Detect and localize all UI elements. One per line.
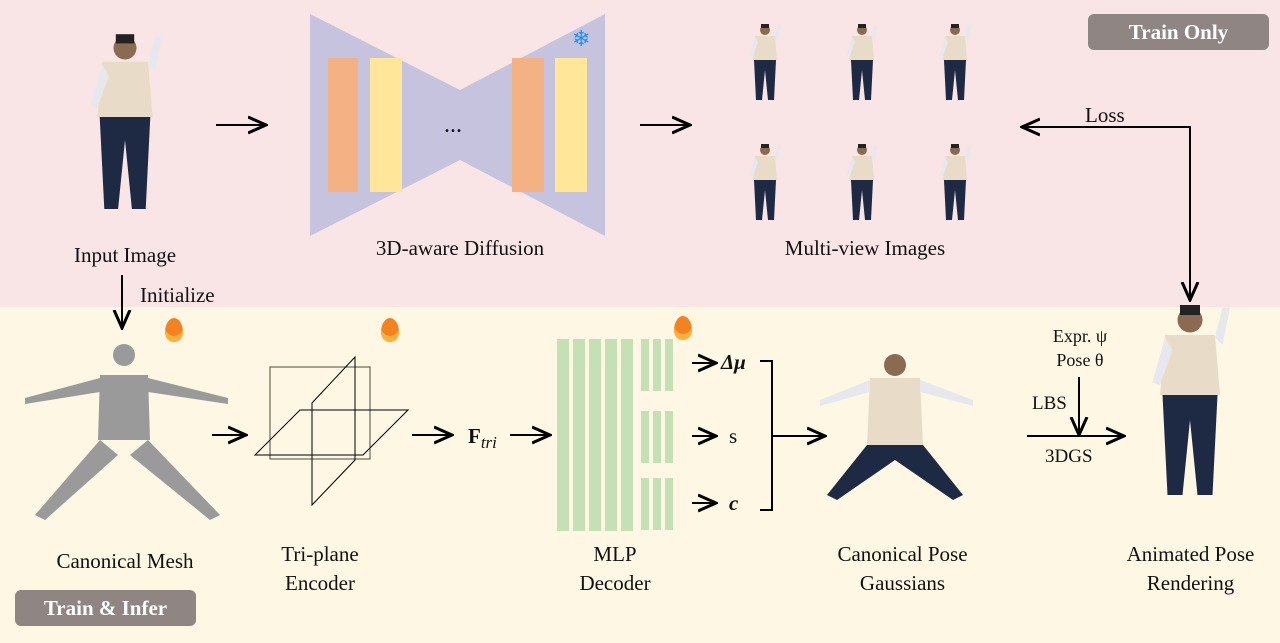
fire-icon [381,318,399,342]
lbs-label: LBS [1032,393,1067,414]
input-image [90,34,162,210]
initialize-label: Initialize [140,283,215,307]
delta-mu-label: Δμ [721,350,746,374]
snowflake-icon: ❄ [572,26,591,51]
ellipsis: ... [444,112,462,138]
train-only-badge: Train Only [1088,14,1269,50]
train-infer-badge: Train & Infer [15,590,196,626]
triplane [253,355,410,507]
fire-icon [674,316,692,340]
train-infer-region [0,307,1280,643]
loss-label: Loss [1085,103,1125,127]
train-only-region [0,0,1280,307]
canonical-gaussians [820,354,973,500]
f-tri-label: Ftri [468,424,497,453]
fire-icon [165,318,183,342]
c-label: c [729,491,739,515]
mlp-decoder [557,339,673,531]
input-image-label: Input Image [73,243,177,267]
s-label: s [729,424,738,448]
multiview-label: Multi-view Images [784,236,946,260]
3dgs-label: 3DGS [1045,446,1093,467]
canonical-mesh [25,344,228,520]
animated-pose [1152,305,1230,495]
diffusion-label: 3D-aware Diffusion [375,236,545,260]
canonical-mesh-label: Canonical Mesh [56,549,194,573]
